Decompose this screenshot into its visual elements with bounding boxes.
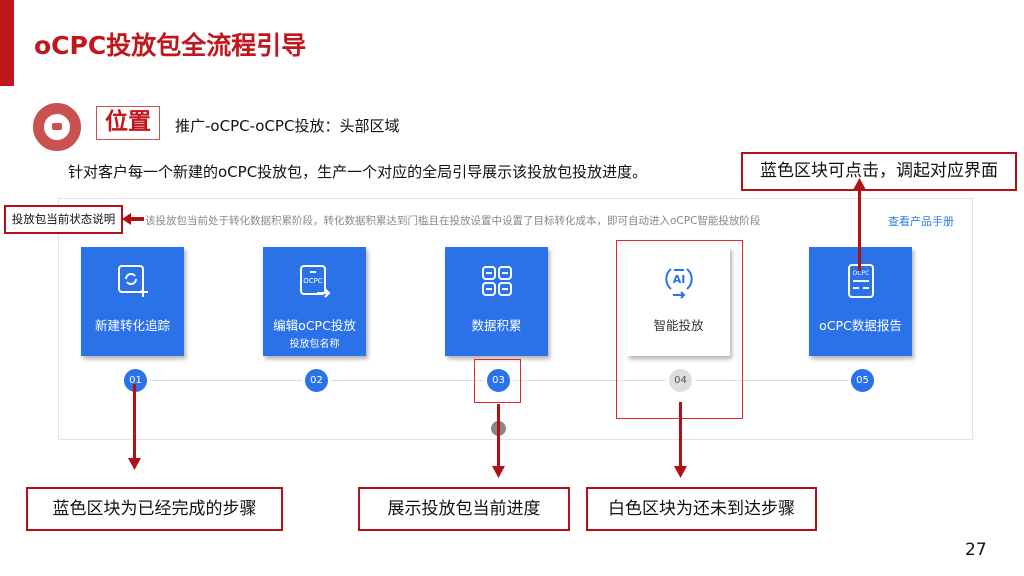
step-card-new-tracking[interactable]: 新建转化追踪 [81, 247, 184, 356]
location-text: 推广-oCPC-oCPC投放：头部区域 [175, 117, 400, 135]
arrow-down-icon [128, 458, 141, 470]
arrow-left-icon [122, 213, 144, 225]
accent-bar [0, 0, 14, 86]
step-number-05: 05 [848, 366, 877, 395]
arrow-down-icon [674, 466, 687, 478]
callout-progress: 展示投放包当前进度 [358, 487, 570, 531]
callout-completed: 蓝色区块为已经完成的步骤 [26, 487, 283, 531]
product-manual-link[interactable]: 查看产品手册 [888, 215, 954, 228]
step-label: oCPC数据报告 [819, 318, 902, 333]
step-label: 智能投放 [653, 318, 704, 333]
ocpc-edit-icon: OCPC [300, 265, 331, 298]
ai-icon: AI [665, 268, 693, 299]
page-number: 27 [965, 540, 987, 560]
step-number-04: 04 [666, 366, 695, 395]
step-card-edit-ocpc[interactable]: OCPC 编辑oCPC投放 投放包名称 [263, 247, 366, 356]
arrow-line [133, 384, 136, 460]
description-text: 针对客户每一个新建的oCPC投放包，生产一个对应的全局引导展示该投放包投放进度。 [68, 163, 648, 181]
arrow-up-icon [853, 178, 866, 190]
step-label: 数据积累 [471, 318, 522, 333]
callout-state-desc: 投放包当前状态说明 [4, 205, 123, 234]
position-label: 位置 [96, 106, 160, 140]
slide-title: oCPC投放包全流程引导 [34, 31, 307, 60]
highlight-current-step [474, 359, 521, 403]
step-label: 新建转化追踪 [94, 318, 170, 333]
status-tip: 该投放包当前处于转化数据积累阶段，转化数据积累达到门槛且在投放设置中设置了目标转… [145, 215, 761, 227]
arrow-line [858, 189, 861, 271]
svg-text:OCPC: OCPC [303, 277, 323, 285]
svg-text:OCPC: OCPC [853, 270, 870, 277]
svg-text:AI: AI [673, 273, 686, 286]
callout-not-reached: 白色区块为还未到达步骤 [586, 487, 817, 531]
grid-icon [482, 266, 512, 296]
step-card-data-accumulation[interactable]: 数据积累 [445, 247, 548, 356]
highlight-pending-step [616, 240, 743, 419]
step-number-03: 03 [484, 366, 513, 395]
callout-clickable: 蓝色区块可点击，调起对应界面 [741, 152, 1017, 191]
step-card-smart-delivery[interactable]: AI 智能投放 [627, 247, 730, 356]
arrow-down-icon [492, 466, 505, 478]
refresh-add-icon [118, 265, 148, 297]
report-icon: OCPC [848, 264, 874, 298]
step-label: 编辑oCPC投放 [273, 318, 356, 333]
step-number-02: 02 [302, 366, 331, 395]
location-icon [33, 103, 81, 151]
step-card-ocpc-report[interactable]: OCPC oCPC数据报告 [809, 247, 912, 356]
step-sublabel: 投放包名称 [289, 339, 340, 350]
arrow-line [497, 404, 500, 468]
arrow-line [679, 402, 682, 468]
